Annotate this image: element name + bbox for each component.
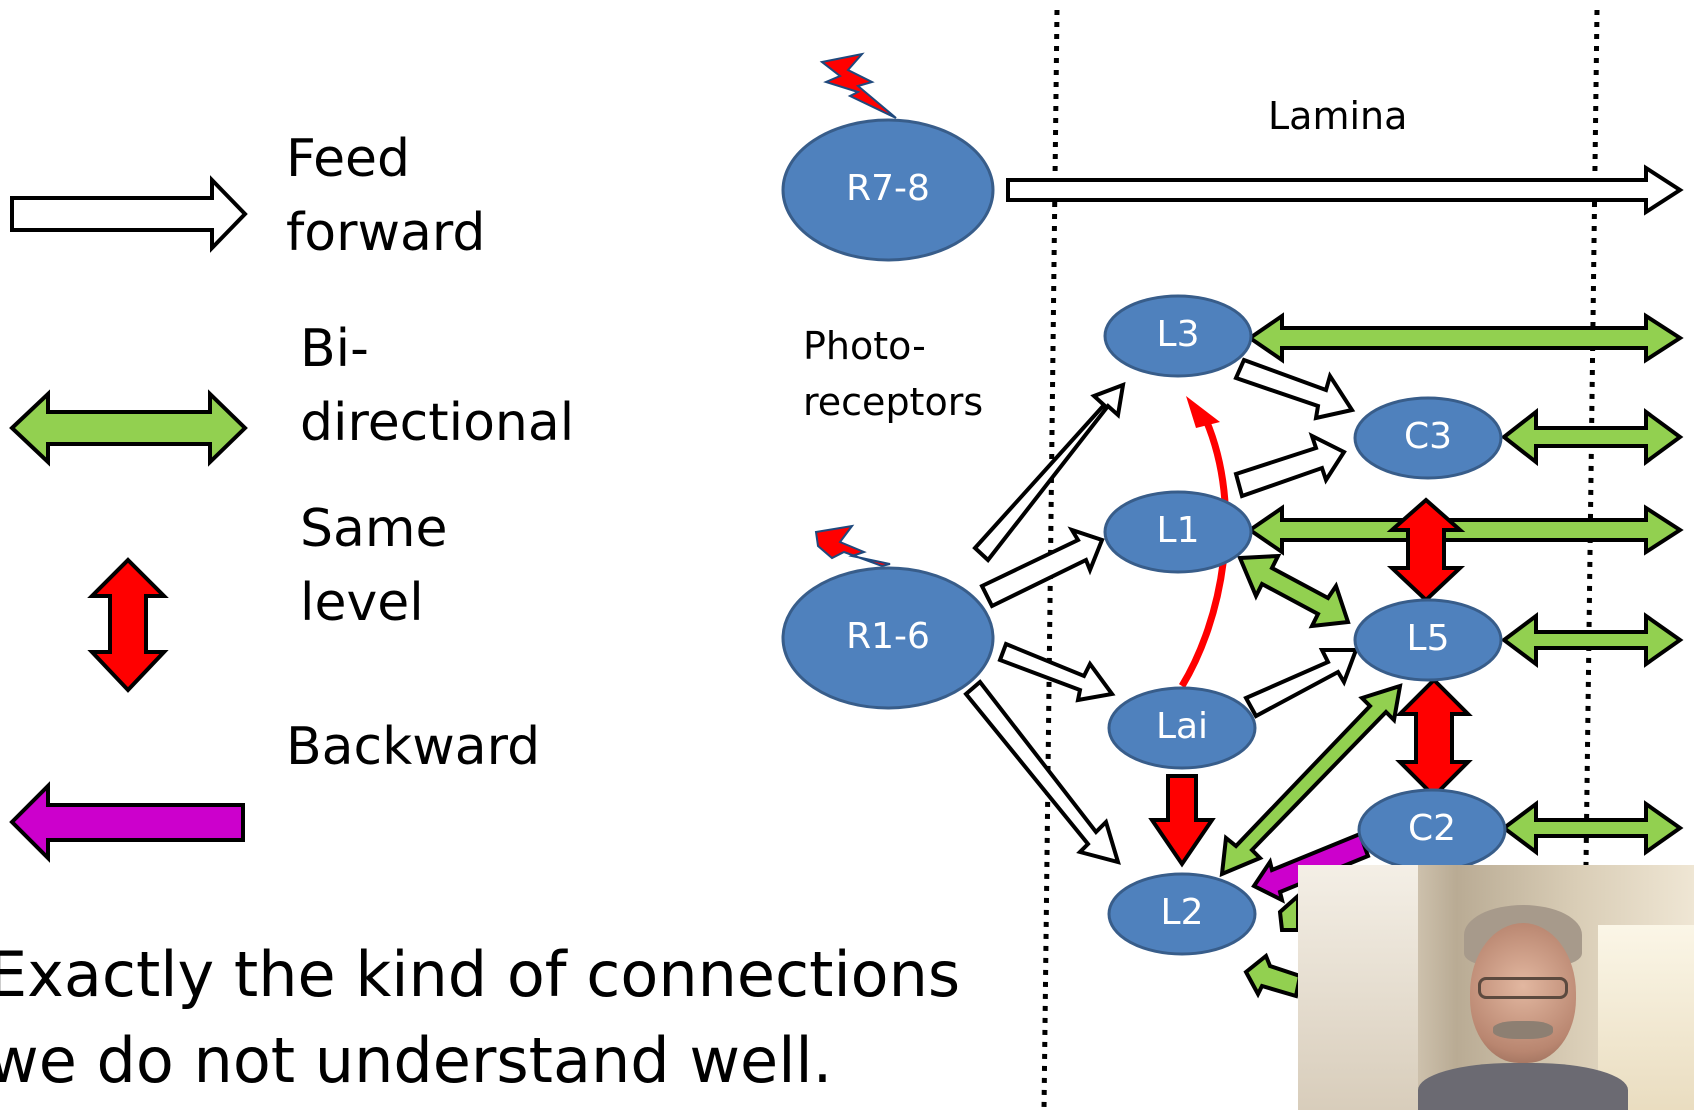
webcam-background-wall: [1298, 865, 1418, 1110]
lamina-right-boundary: [1583, 9, 1600, 866]
feedforward-arrow-lai-l5: [1243, 648, 1359, 719]
bidirectional-arrow-l5: [1500, 612, 1684, 668]
lamina-label: Lamina: [1268, 94, 1408, 138]
node-lai: [1107, 686, 1257, 770]
same-level-arrow-l5-c2: [1395, 677, 1473, 799]
node-l1-label: L1: [1156, 510, 1200, 551]
feedforward-arrow-l1-c3: [1233, 432, 1347, 499]
node-c2-label: C2: [1407, 808, 1457, 849]
legend-same-level-arrow: [87, 557, 169, 693]
photoreceptors-label: Photo- receptors: [803, 324, 984, 424]
bidirectional-arrow-l1-l5: [1237, 553, 1351, 629]
legend-backward-arrow: [9, 781, 245, 863]
bidirectional-arrow-l3: [1246, 312, 1684, 364]
feedforward-arrow-r16-l1: [979, 526, 1105, 609]
lightning-icon-r78: [819, 52, 897, 119]
presenter-video-thumbnail[interactable]: [1298, 865, 1694, 1110]
red-curved-arrowhead: [1186, 396, 1220, 428]
legend-bidirectional-arrow: [9, 389, 248, 467]
presenter-glasses: [1478, 977, 1568, 999]
feedforward-arrow-r16-l2: [963, 679, 1121, 865]
bidirectional-arrow-c2: [1500, 800, 1684, 856]
feedforward-arrow-l3-c3: [1233, 357, 1356, 421]
bidirectional-arrow-l5-l2: [1219, 683, 1403, 878]
node-r78: [781, 118, 995, 262]
node-l5: [1353, 598, 1503, 682]
lightning-icon-r16: [814, 524, 891, 568]
node-l2: [1107, 872, 1257, 956]
node-c3: [1353, 396, 1503, 480]
feedforward-arrow-r16-l3: [972, 381, 1126, 563]
presenter-face: [1470, 923, 1576, 1063]
node-c3-label: C3: [1403, 416, 1453, 457]
legend-backward-label: Backward: [286, 717, 541, 777]
slide-caption: Exactly the kind of connections we do no…: [0, 938, 961, 1097]
node-r16: [781, 566, 995, 710]
legend-feed-forward-arrow: [10, 175, 248, 253]
feedforward-arrow-r16-lai: [997, 641, 1116, 703]
node-l5-label: L5: [1406, 618, 1450, 659]
legend-same-level-label: Same level: [300, 499, 448, 633]
node-r16-label: R1-6: [846, 616, 930, 657]
legend-feed-forward-label: Feed forward: [286, 129, 486, 263]
same-level-arrow-c3-l5: [1386, 497, 1466, 603]
presenter-shirt: [1418, 1063, 1628, 1110]
node-r78-label: R7-8: [846, 168, 930, 209]
legend-bidirectional-label: Bi- directional: [300, 319, 575, 453]
node-l3-label: L3: [1156, 314, 1200, 355]
node-l2-label: L2: [1160, 892, 1204, 933]
node-l3: [1103, 294, 1253, 378]
bidirectional-arrow-l1: [1246, 504, 1684, 556]
feedforward-arrow-r78: [1006, 164, 1684, 216]
same-level-arrow-lai-l2: [1148, 774, 1216, 868]
bidirectional-arrow-partial-2: [1243, 952, 1303, 999]
bidirectional-arrow-c3: [1500, 407, 1684, 467]
presenter-mustache: [1493, 1021, 1553, 1039]
node-lai-label: Lai: [1155, 706, 1209, 747]
node-l1: [1103, 490, 1253, 574]
